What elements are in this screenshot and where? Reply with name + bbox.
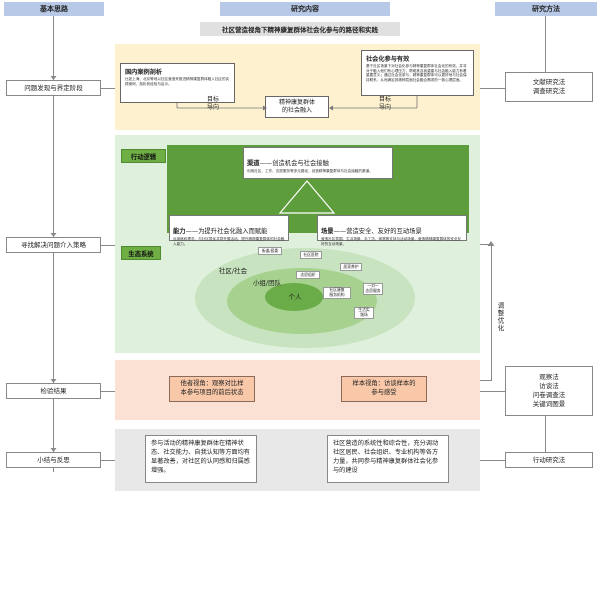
scene-subtitle: ——营造安全、友好的互动场景 xyxy=(333,228,422,235)
ability-subtitle: ——为提升社会化融入而赋能 xyxy=(185,228,268,235)
header-research-method: 研究方法 xyxy=(495,2,597,16)
link-step4 xyxy=(101,460,115,461)
adjust-feedback-line xyxy=(491,244,492,380)
conclusion-improvement-box: 参与活动的精神康复群体在精神状态、社交能力、自我认知等方面均有显著改善，对社区的… xyxy=(145,435,257,483)
link-method2 xyxy=(480,391,505,392)
adjust-feedback-top xyxy=(480,244,492,245)
link-step1 xyxy=(101,88,115,89)
domestic-case-box: 国内案例剖析 比如上海、北京等地以社区营造来推进精神康复群体融入社区的实践案例，… xyxy=(120,63,235,103)
stage3-panel: 他者视角：观察对比样 本参与项目的前后状态 样本视角：访谈样本的 参与感受 xyxy=(115,360,480,420)
link-method1 xyxy=(480,88,505,89)
method-observe-interview: 观察法 访谈法 问卷调查法 关键词图景 xyxy=(505,366,593,416)
right-flow-line-top xyxy=(545,16,546,72)
stage1-arrows xyxy=(176,96,418,111)
ring-community-label: 社区/社会 xyxy=(218,267,248,275)
scene-text: 营造社区氛围、生活场景、手工坊、家庭等支持与活动场景，营造精神康复群体的安全友好… xyxy=(321,237,462,246)
adjust-optimize-label: 调整优化 xyxy=(496,302,504,332)
chip-volunteer-org: 志愿组织 xyxy=(296,271,320,279)
chip-practice-field: 生活实 践场 xyxy=(354,307,374,319)
stage4-panel: 参与活动的精神康复群体在精神状态、社交能力、自我认知等方面均有显著改善，对社区的… xyxy=(115,429,480,491)
method-action-research: 行动研究法 xyxy=(505,452,593,468)
domestic-case-title: 国内案例剖析 xyxy=(125,69,163,76)
ring-individual-label: 个人 xyxy=(288,293,302,301)
stage1-panel: 国内案例剖析 比如上海、北京等地以社区营造来推进精神康复群体融入社区的实践案例，… xyxy=(115,44,480,130)
other-perspective-box: 他者视角：观察对比样 本参与项目的前后状态 xyxy=(169,376,255,402)
domestic-case-text: 比如上海、北京等地以社区营造来推进精神康复群体融入社区的实践案例，剖析其经验与启… xyxy=(125,77,230,86)
chip-home-care: 居家养护 xyxy=(340,263,362,271)
adjust-feedback-bottom xyxy=(480,380,492,381)
channel-text: 利用社区、工作、志愿服务等多元路径，创造精神康复群体与社会接触的渠道。 xyxy=(247,169,373,173)
ability-text: 运用赋权理念，与社区居民共同开展活动，提升精神康复群体的社会融入能力。 xyxy=(173,237,285,246)
social-participation-box: 社会化参与有效 基于社区场景下对社会化参与精神康复群体社会化的有效，并非对于融入… xyxy=(361,50,474,96)
header-research-content: 研究内容 xyxy=(220,2,390,16)
link-step3 xyxy=(101,391,115,392)
triangle-connector xyxy=(278,180,336,214)
social-participation-text: 基于社区场景下对社会化参与精神康复群体社会化的有效，并非对于融入他们有心理压力，… xyxy=(366,64,467,83)
chip-one-to-one: 一对一 志愿服务 xyxy=(363,283,383,295)
method-literature-survey: 文献研究法 调查研究法 xyxy=(505,72,593,102)
ability-title: 能力 xyxy=(173,228,186,235)
social-integration-center: 精神康复群体 的社会融入 xyxy=(265,96,329,118)
right-flow-line-bottom xyxy=(545,416,546,452)
main-title-bar: 社区营造视角下精神康复群体社会化参与的路径和实践 xyxy=(200,22,400,36)
step-summary-reflection: 小结与反思 xyxy=(6,452,101,468)
step-problem-discovery: 问题发现与界定阶段 xyxy=(6,80,101,96)
channel-box: 渠道——创造机会与社会接触 利用社区、工作、志愿服务等多元路径，创造精神康复群体… xyxy=(243,147,393,179)
action-logic-tag: 行动逻辑 xyxy=(121,149,166,163)
goal-orientation-right: 目标 导向 xyxy=(378,96,391,112)
sample-perspective-box: 样本视角：访谈样本的 参与感受 xyxy=(341,376,427,402)
ring-group-label: 小组/团队 xyxy=(252,279,282,287)
link-step2 xyxy=(101,245,115,246)
scene-box: 场景——营造安全、友好的互动场景 营造社区氛围、生活场景、手工坊、家庭等支持与活… xyxy=(317,215,467,246)
chip-street-committee: 街道/居委 xyxy=(258,247,282,255)
conclusion-system-box: 社区营造的系统性和综合性，充分调动社区居民、社会组织、专业机构等各方力量，共同参… xyxy=(327,435,449,483)
header-basic-approach: 基本思路 xyxy=(4,2,104,16)
channel-subtitle: ——创造机会与社会接触 xyxy=(259,160,329,167)
goal-orientation-left: 目标 导向 xyxy=(206,96,219,112)
chip-community-hospital: 社区医院 xyxy=(300,251,322,259)
stage2-panel: 行动逻辑 生态系统 渠道——创造机会与社会接触 利用社区、工作、志愿服务等多元路… xyxy=(115,135,480,353)
link-method3 xyxy=(480,460,505,461)
social-participation-title: 社会化参与有效 xyxy=(366,56,410,63)
ring-individual xyxy=(265,283,323,311)
channel-title: 渠道 xyxy=(247,160,260,167)
step-verify-results: 检验结果 xyxy=(6,383,101,399)
action-logic-area: 渠道——创造机会与社会接触 利用社区、工作、志愿服务等多元路径，创造精神康复群体… xyxy=(167,145,469,246)
eco-system-tag: 生态系统 xyxy=(121,246,161,260)
step-find-strategy: 寻找解决问题介入策略 xyxy=(6,237,101,253)
scene-title: 场景 xyxy=(321,228,334,235)
ability-box: 能力——为提升社会化融入而赋能 运用赋权理念，与社区居民共同开展活动，提升精神康… xyxy=(169,215,289,246)
chip-rehab-service: 社区康复 服务机构 xyxy=(323,287,351,299)
